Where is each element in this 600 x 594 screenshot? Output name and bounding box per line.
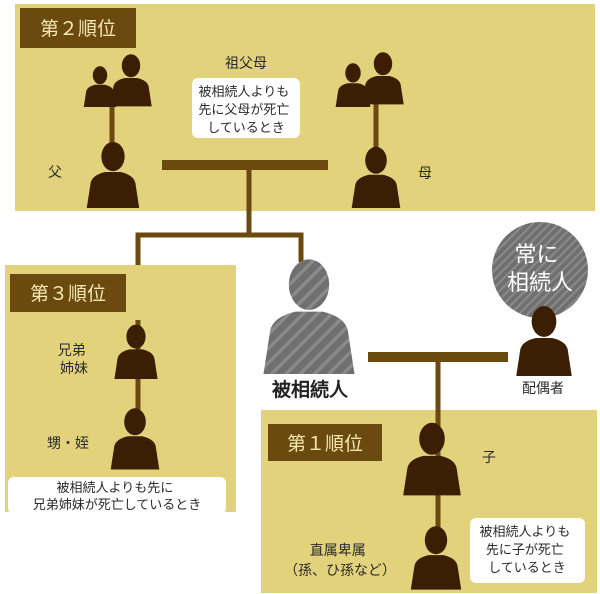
svg-text:被相続人よりも 先に子が死亡 してい: 被相続人よりも 先に子が死亡 しているとき (480, 525, 575, 576)
svg-text:常に 相続人: 常に 相続人 (507, 243, 573, 296)
note-line: 被相続人よりも (480, 525, 571, 540)
third-order-badge (10, 274, 126, 312)
note-line: しているとき (488, 561, 566, 576)
siblings-label: 姉妹 (60, 361, 88, 377)
spouse-figure (516, 306, 572, 376)
svg-text:被相続人よりも先に 兄弟姉妹が死亡しているとき: 被相続人よりも先に 兄弟姉妹が死亡しているとき (33, 481, 202, 513)
descendants-label: 直属卑属 (310, 542, 366, 559)
nephews-label: 甥・姪 (47, 436, 89, 452)
deceased-figure (263, 259, 355, 374)
deceased-label: 被相続人 (272, 378, 349, 401)
first-order-note (470, 518, 585, 583)
siblings-label: 兄弟 (58, 343, 86, 359)
always-heir-label: 相続人 (507, 271, 573, 296)
second-order-note (192, 78, 300, 138)
spouse-label: 配偶者 (522, 381, 564, 397)
note-line: 先に子が死亡 (486, 543, 564, 558)
first-order-label: 第１順位 (287, 433, 363, 455)
descendants-label: （孫、ひ孫など） (284, 563, 396, 579)
always-heir-label: 常に (514, 243, 558, 268)
second-order-label: 第２順位 (40, 18, 116, 40)
grandparents-label: 祖父母 (225, 56, 267, 72)
second-order-badge (20, 8, 136, 48)
note-line: 先に父母が死亡 (198, 103, 289, 118)
svg-text:兄弟 姉妹: 兄弟 姉妹 (58, 343, 90, 377)
svg-text:直属卑属 （孫、ひ孫など）: 直属卑属 （孫、ひ孫など） (284, 542, 396, 579)
third-order-note (8, 477, 226, 514)
father-label: 父 (48, 165, 62, 181)
mother-label: 母 (418, 166, 432, 182)
note-line: しているとき (207, 121, 285, 136)
always-heir-circle (492, 222, 588, 318)
note-line: 兄弟姉妹が死亡しているとき (33, 498, 202, 513)
first-order-badge (268, 424, 382, 461)
first-order-section: 第１順位 子 直属卑属 （孫、ひ孫など） 被相続人よりも 先に子が死亡 している… (261, 360, 597, 593)
note-line: 被相続人よりも (199, 85, 290, 100)
center-section: 被相続人 常に 相続人 配偶者 (263, 222, 588, 401)
third-order-section: 第３順位 兄弟 姉妹 甥・姪 被相続人よりも先に 兄弟姉妹が死亡しているとき (5, 265, 236, 514)
svg-text:被相続人よりも 先に父母が死亡 して: 被相続人よりも 先に父母が死亡 しているとき (198, 85, 293, 136)
note-line: 被相続人よりも先に (57, 481, 174, 496)
third-order-label: 第３順位 (30, 283, 106, 305)
second-order-section: 第２順位 祖父母 被相続人よりも 先に父母が死亡 しているとき 父 母 (15, 4, 595, 211)
child-label: 子 (482, 450, 496, 466)
